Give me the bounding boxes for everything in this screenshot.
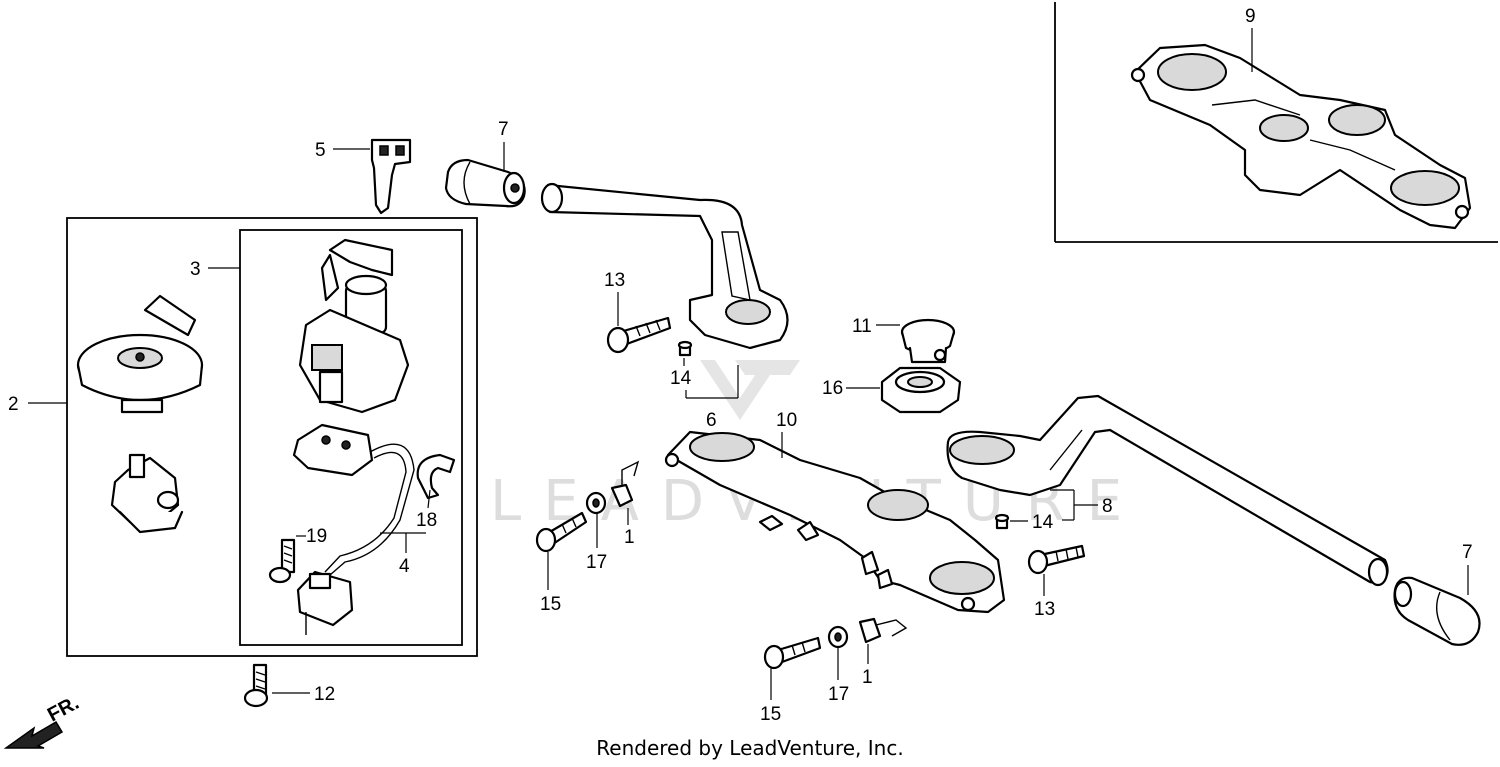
steering-stem-nut-part[interactable] <box>880 366 962 414</box>
wire-clamp-part[interactable] <box>416 453 456 500</box>
callout-5: 5 <box>315 140 370 161</box>
callout-16: 16 <box>822 378 880 399</box>
callout-17-center: 17 <box>828 648 849 705</box>
callout-14-right: 14 <box>1010 512 1054 533</box>
svg-text:19: 19 <box>306 526 327 547</box>
callout-2: 2 <box>8 394 67 415</box>
bolt-13-upper-part[interactable] <box>606 316 672 354</box>
clip-1-left-part[interactable] <box>610 460 640 508</box>
callout-13-upper: 13 <box>604 270 625 326</box>
svg-text:12: 12 <box>314 684 335 705</box>
svg-text:15: 15 <box>540 594 561 615</box>
callout-15-left: 15 <box>540 552 561 615</box>
svg-text:11: 11 <box>852 316 872 337</box>
svg-text:18: 18 <box>416 510 437 531</box>
callout-6: 6 <box>685 365 739 431</box>
callout-12: 12 <box>272 684 335 705</box>
pin-14-upper-part[interactable] <box>677 340 693 357</box>
svg-text:1: 1 <box>862 667 873 688</box>
pin-14-right-part[interactable] <box>994 513 1010 530</box>
bolt-13-lower-part[interactable] <box>1027 544 1086 575</box>
credit-text: Rendered by LeadVenture, Inc. <box>596 736 904 760</box>
svg-text:3: 3 <box>190 259 201 280</box>
bar-end-weight-top-part[interactable] <box>444 158 526 208</box>
callout-19: 19 <box>296 526 327 547</box>
top-bridge-alt-part[interactable] <box>1130 43 1472 230</box>
svg-text:13: 13 <box>604 270 625 291</box>
watermark-logo <box>700 360 800 420</box>
svg-text:6: 6 <box>706 410 717 431</box>
svg-text:7: 7 <box>1462 542 1473 563</box>
inset-frame <box>1054 2 1498 243</box>
seat-lock-part[interactable] <box>110 453 184 534</box>
callout-11: 11 <box>852 316 900 337</box>
bolt-15-center-part[interactable] <box>763 636 822 670</box>
svg-text:2: 2 <box>8 394 19 415</box>
callout-14-upper: 14 <box>670 358 692 389</box>
callout-1-left: 1 <box>624 508 635 548</box>
clip-1-center-part[interactable] <box>858 617 908 644</box>
callout-10: 10 <box>776 410 797 458</box>
right-handlebar-part[interactable] <box>946 394 1389 587</box>
svg-text:1: 1 <box>624 527 635 548</box>
bar-end-weight-right-part[interactable] <box>1393 576 1481 646</box>
key-part[interactable] <box>370 138 412 215</box>
ignition-contact-base-part[interactable] <box>292 423 415 635</box>
callout-7-right: 7 <box>1462 542 1473 595</box>
callout-18: 18 <box>416 489 437 531</box>
screw-12-part[interactable] <box>243 663 269 708</box>
top-bridge-part[interactable] <box>664 430 1006 614</box>
svg-text:14: 14 <box>1032 512 1054 533</box>
callout-3: 3 <box>190 259 240 280</box>
svg-text:17: 17 <box>828 684 849 705</box>
callout-17-left: 17 <box>586 514 607 573</box>
svg-text:14: 14 <box>670 368 692 389</box>
ignition-cover-part[interactable] <box>76 294 204 414</box>
svg-text:13: 13 <box>1034 599 1055 620</box>
callout-4: 4 <box>380 532 426 577</box>
callout-9: 9 <box>1245 6 1256 72</box>
ignition-switch-body-part[interactable] <box>298 238 410 414</box>
steering-stem-cap-part[interactable] <box>900 318 956 364</box>
svg-text:15: 15 <box>760 704 781 725</box>
svg-text:5: 5 <box>315 140 326 161</box>
screw-19-part[interactable] <box>268 538 296 584</box>
left-handlebar-part[interactable] <box>540 182 789 350</box>
svg-text:8: 8 <box>1102 496 1113 517</box>
callout-13-lower: 13 <box>1034 574 1055 620</box>
svg-text:16: 16 <box>822 378 843 399</box>
svg-text:4: 4 <box>399 556 410 577</box>
callout-7-top: 7 <box>498 119 509 172</box>
callout-8: 8 <box>1050 489 1113 521</box>
svg-text:17: 17 <box>586 552 607 573</box>
callout-15-center: 15 <box>760 668 781 725</box>
washer-17-center-part[interactable] <box>827 625 849 649</box>
svg-text:FR.: FR. <box>44 692 83 727</box>
callout-1-center: 1 <box>862 644 873 688</box>
svg-text:10: 10 <box>776 410 797 431</box>
svg-text:7: 7 <box>498 119 509 140</box>
bolt-15-left-part[interactable] <box>535 511 588 553</box>
ignition-switch-assembly-frame <box>66 217 478 657</box>
washer-17-left-part[interactable] <box>585 491 607 515</box>
svg-text:9: 9 <box>1245 6 1256 27</box>
